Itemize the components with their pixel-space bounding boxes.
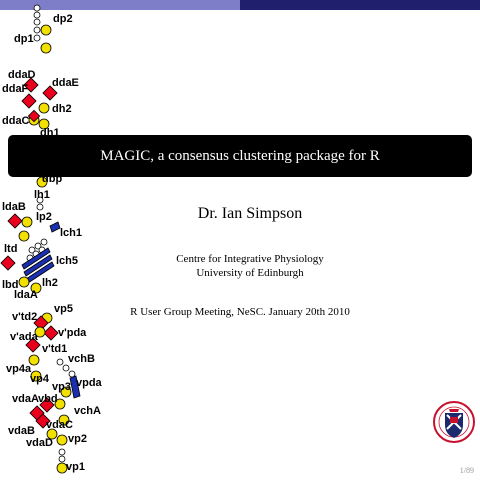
neuron-ddaE — [42, 85, 58, 101]
event-line: R User Group Meeting, NeSC. January 20th… — [130, 306, 350, 318]
label-vdaC: vdaC — [46, 419, 73, 431]
neuron-vada — [25, 337, 41, 353]
label-vp4: vp4 — [30, 373, 50, 385]
label-ddaF: ddaF — [2, 83, 29, 95]
label-vchA: vchA — [74, 405, 101, 417]
neuron-vchA — [54, 398, 66, 410]
affiliation-line-1: Centre for Integrative Physiology — [176, 253, 324, 265]
label-ldaA: ldaA — [14, 289, 38, 301]
label-ddaE: ddaE — [52, 77, 79, 89]
neuron-dh1 — [38, 118, 50, 130]
neuron-ldaB — [7, 213, 23, 229]
label-vchB: vchB — [68, 353, 95, 365]
neuron-vdaC — [58, 414, 70, 426]
neuron-dbp — [36, 176, 48, 188]
label-lh2: lh2 — [42, 277, 58, 289]
page-number: 1/89 — [459, 466, 474, 475]
label-vp5: vp5 — [54, 303, 73, 315]
neuron-vpda — [43, 325, 59, 341]
neuron-map-diagram: dp2 dp1 ddaD ddaE ddaF dh2 ddaC dh1 dbp … — [0, 4, 103, 474]
label-vp1: vp1 — [66, 461, 85, 473]
label-dp2: dp2 — [53, 13, 73, 25]
neuron-vdaB — [35, 413, 51, 429]
header-bar — [0, 0, 480, 10]
label-lch1: lch1 — [60, 227, 82, 239]
label-vpda2: vpda — [76, 377, 103, 389]
title-bar: MAGIC, a consensus clustering package fo… — [8, 135, 472, 177]
label-vpda: v'pda — [58, 327, 87, 339]
neuron-vchB — [69, 375, 81, 399]
affiliation: Centre for Integrative Physiology Univer… — [140, 252, 360, 280]
neuron-dp1 — [40, 42, 52, 54]
header-bar-left — [0, 0, 240, 10]
neuron-vdaA — [39, 397, 55, 413]
neuron-lh1 — [21, 216, 33, 228]
label-lch5: lch5 — [56, 255, 78, 267]
label-vada: v'ada — [10, 331, 39, 343]
label-ltd: ltd — [4, 243, 17, 255]
neuron-lp2 — [18, 230, 30, 242]
neuron-lch5 — [21, 247, 51, 270]
neuron-lch1 — [49, 221, 61, 233]
neuron-lh2 — [30, 282, 42, 294]
university-of-edinburgh-crest-icon — [433, 401, 475, 443]
label-lp2: lp2 — [36, 211, 52, 223]
label-lh1: lh1 — [34, 189, 50, 201]
neuron-vp4a — [28, 354, 40, 366]
label-vbd: vbd — [38, 393, 58, 405]
neuron-ddaD — [23, 77, 39, 93]
label-vdaA: vdaA — [12, 393, 39, 405]
label-vp4a: vp4a — [6, 363, 32, 375]
neuron-ltd — [0, 255, 16, 271]
label-ddaD: ddaD — [8, 69, 36, 81]
neuron-vp1 — [56, 462, 68, 474]
neuron-vp2 — [56, 434, 68, 446]
label-dp1: dp1 — [14, 33, 34, 45]
label-vdaD: vdaD — [26, 437, 53, 449]
label-dh2: dh2 — [52, 103, 72, 115]
label-vtd1: v'td1 — [42, 343, 67, 355]
label-ddaC: ddaC — [2, 115, 30, 127]
label-vp3: vp3 — [52, 381, 71, 393]
author-name: Dr. Ian Simpson — [197, 205, 303, 222]
neuron-vp4 — [30, 370, 42, 382]
affiliation-line-2: University of Edinburgh — [196, 267, 304, 279]
neuron-vtd1 — [34, 326, 46, 338]
neuron-dp2 — [40, 24, 52, 36]
neuron-vdaD — [46, 428, 58, 440]
header-bar-right — [240, 0, 480, 10]
neuron-vtd2 — [33, 315, 49, 331]
label-lbd: lbd — [2, 279, 19, 291]
label-vp2: vp2 — [68, 433, 87, 445]
neuron-dh2 — [38, 102, 50, 114]
label-ldaB: ldaB — [2, 201, 26, 213]
label-vtd2: v'td2 — [12, 311, 37, 323]
neuron-vp3 — [60, 386, 72, 398]
label-vdaB: vdaB — [8, 425, 35, 437]
neuron-lbd — [18, 276, 30, 288]
slide-title: MAGIC, a consensus clustering package fo… — [100, 147, 380, 164]
neuron-ddaF — [21, 93, 37, 109]
